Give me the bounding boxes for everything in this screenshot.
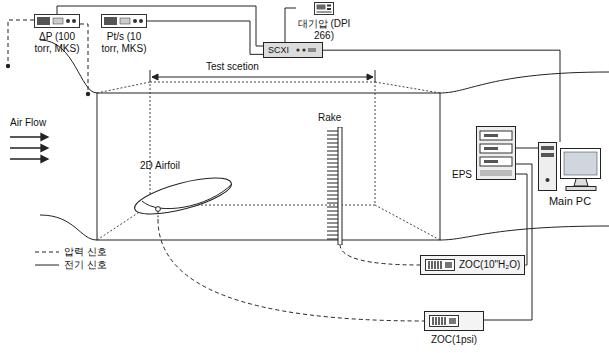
node-label: ΔP (100 torr, MKS)	[34, 31, 80, 54]
computer-icon	[538, 142, 602, 192]
wake-rake: Rake	[318, 112, 344, 245]
node-label: EPS	[452, 169, 472, 181]
legend: 압력 신호전기 신호	[34, 245, 107, 271]
pressure-tap	[86, 92, 90, 96]
daq-chassis: SCXI	[263, 42, 323, 58]
dimension-ticks	[150, 70, 375, 82]
perspective-edges	[97, 82, 440, 240]
scanner-icon	[425, 259, 455, 271]
electric-signal-line	[57, 6, 263, 46]
legend-text: 압력 신호	[64, 246, 107, 258]
test-section-front	[97, 93, 440, 240]
scanner-icon	[424, 311, 484, 331]
legend-line-sample	[34, 261, 60, 269]
legend-line-sample	[34, 248, 60, 256]
node-label: 2D Airfoil	[128, 160, 238, 172]
electric-signal-line	[323, 50, 560, 142]
electric-signal-line	[285, 8, 296, 42]
tunnel-walls	[40, 40, 609, 240]
pressure-tap-lines	[8, 20, 88, 92]
zoc-scanner: ZOC(1psi)	[424, 311, 484, 346]
node-label: Rake	[318, 112, 344, 124]
dimension-line	[152, 77, 373, 78]
rake-probes	[318, 127, 344, 245]
airfoil-model: 2D Airfoil	[128, 160, 238, 220]
pressure-line	[80, 24, 88, 92]
server-icon	[476, 126, 516, 180]
arrow-shafts	[10, 137, 42, 159]
test-section-dimension	[150, 70, 375, 82]
inlet-bottom-wall	[40, 215, 97, 240]
instrument-icon	[34, 14, 80, 28]
chassis-lights	[294, 45, 318, 55]
node-label: SCXI	[268, 45, 289, 55]
legend-row: 전기 신호	[34, 258, 107, 271]
pressure-signal-line	[158, 220, 424, 322]
air-flow-arrows	[10, 134, 48, 163]
legend-text: 전기 신호	[64, 259, 107, 271]
electric-signal-line	[147, 21, 263, 54]
pressure-line	[8, 20, 34, 64]
main-computer: Main PC	[538, 142, 602, 208]
eps-server: EPS	[452, 126, 516, 180]
legend-row: 압력 신호	[34, 245, 107, 258]
zoc-scanner: ZOC(10"H₂O)	[420, 255, 525, 275]
exit-bottom-wall	[440, 226, 609, 240]
arrow-heads	[41, 134, 48, 163]
electric-signal-line	[516, 148, 538, 149]
barometer-icon	[296, 2, 352, 15]
node-label: 대기압 (DPI 266)	[296, 18, 352, 41]
transducer-box: Pt/s (10 torr, MKS)	[101, 14, 147, 54]
node-label: Main PC	[538, 195, 602, 208]
dimension-arrowheads	[152, 74, 373, 80]
electric-signal-line	[516, 174, 527, 265]
pressure-tap	[6, 64, 10, 68]
airfoil-shape	[128, 174, 238, 220]
pressure-signal-line	[340, 245, 420, 266]
instrument-icon	[101, 14, 147, 28]
electric-signal-line	[484, 164, 532, 320]
node-label: ZOC(10"H₂O)	[459, 259, 520, 271]
test-section-back	[97, 82, 440, 240]
barometer-box: 대기압 (DPI 266)	[296, 2, 352, 41]
dimension-label: Test scetion	[204, 61, 261, 73]
transducer-box: ΔP (100 torr, MKS)	[34, 14, 80, 54]
exit-top-wall	[440, 72, 609, 93]
flow-label: Air Flow	[8, 117, 48, 129]
node-label: Pt/s (10 torr, MKS)	[101, 31, 147, 54]
node-label: ZOC(1psi)	[424, 334, 484, 346]
